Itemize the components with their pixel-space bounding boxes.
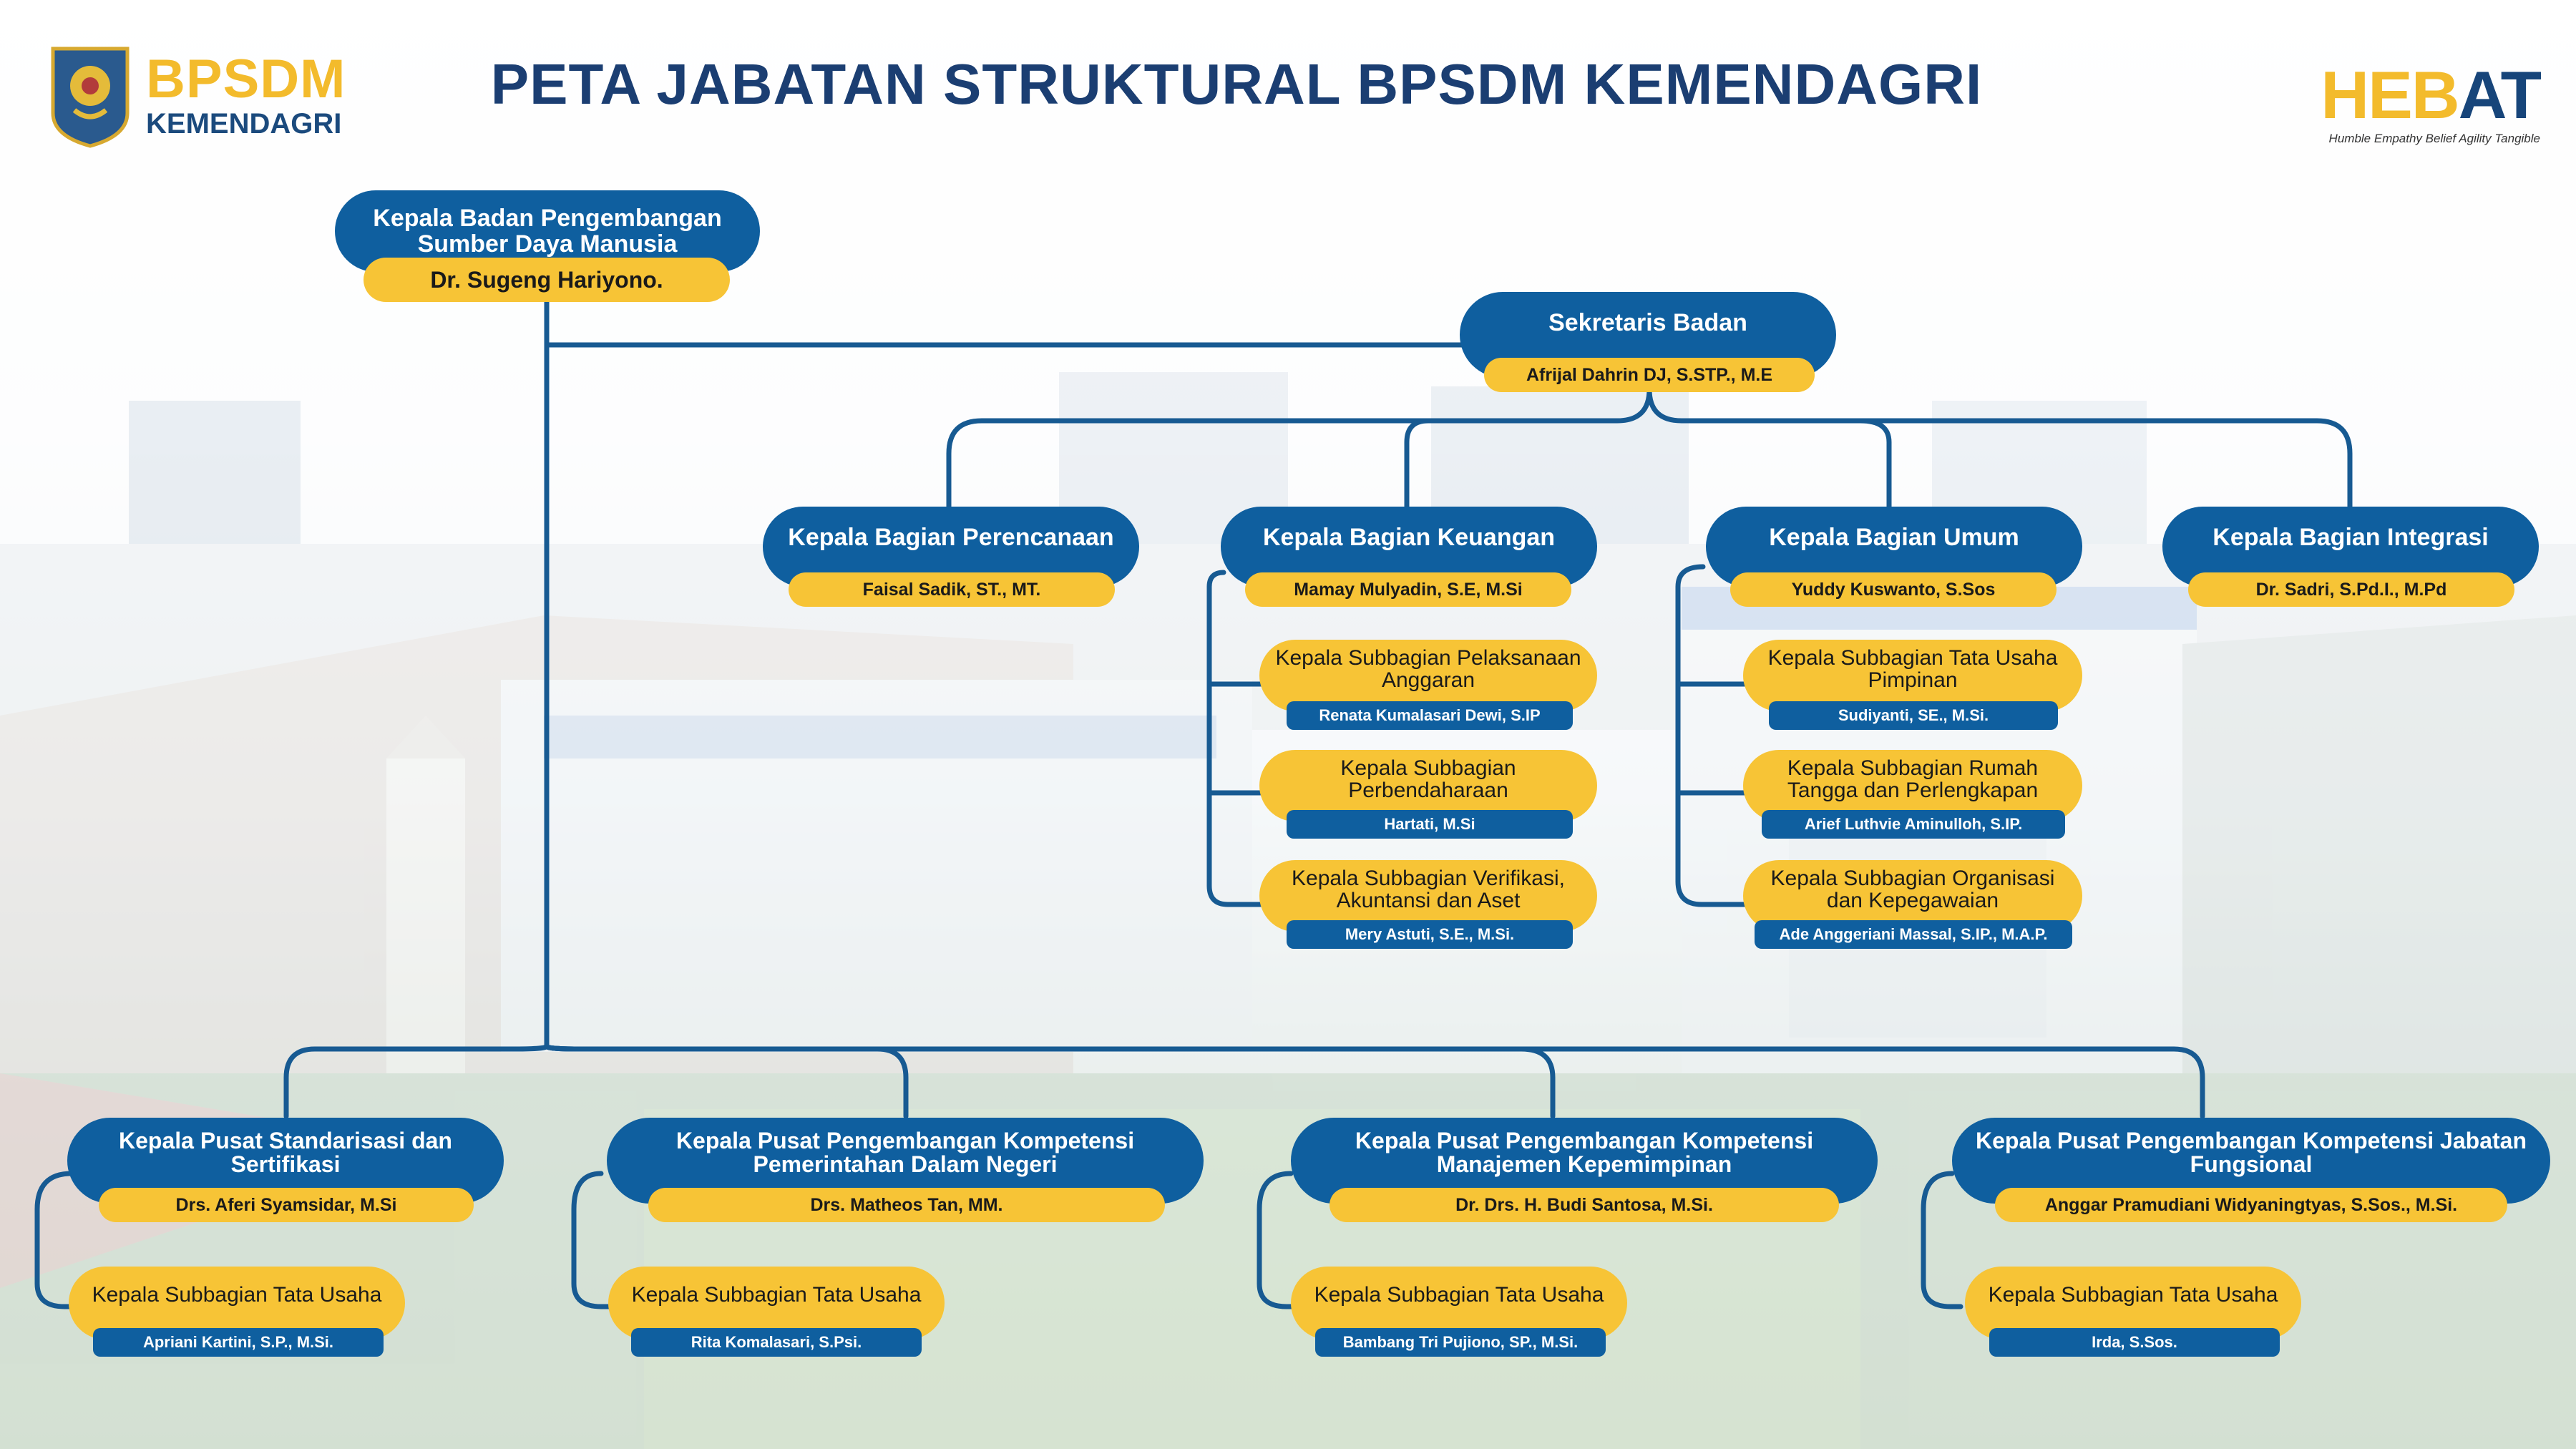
hebat-logo: HEBAT Humble Empathy Belief Agility Tang… (2311, 62, 2542, 146)
pusat-4-subbagian-name: Irda, S.Sos. (1989, 1328, 2280, 1357)
brand-part-1: HEB (2321, 57, 2459, 132)
subbagian-keuangan-3-title: Kepala Subbagian Verifikasi, Akuntansi d… (1259, 860, 1597, 932)
subbagian-keuangan-1-title: Kepala Subbagian Pelaksanaan Anggaran (1259, 640, 1597, 711)
brand-part-2: AT (2458, 57, 2542, 132)
bagian-umum-name: Yuddy Kuswanto, S.Sos (1730, 572, 2057, 607)
secretary-name-pill: Afrijal Dahrin DJ, S.STP., M.E (1484, 358, 1815, 392)
page-title: PETA JABATAN STRUKTURAL BPSDM KEMENDAGRI (490, 52, 1983, 116)
pusat-3-subbagian-title: Kepala Subbagian Tata Usaha (1291, 1267, 1627, 1340)
subbagian-umum-1-name: Sudiyanti, SE., M.Si. (1769, 701, 2058, 730)
pusat-3-subbagian-name: Bambang Tri Pujiono, SP., M.Si. (1315, 1328, 1606, 1357)
bpsdm-logo: BPSDM KEMENDAGRI (50, 44, 346, 149)
bagian-integrasi-name: Dr. Sadri, S.Pd.I., M.Pd (2188, 572, 2514, 607)
subbagian-umum-2-name: Arief Luthvie Aminulloh, S.IP. (1762, 810, 2065, 839)
head-name-pill: Dr. Sugeng Hariyono. (364, 258, 730, 302)
pusat-4-subbagian-title: Kepala Subbagian Tata Usaha (1965, 1267, 2301, 1340)
subbagian-keuangan-1-name: Renata Kumalasari Dewi, S.IP (1287, 701, 1573, 730)
pusat-1-subbagian-title: Kepala Subbagian Tata Usaha (69, 1267, 405, 1340)
brand-tagline: Humble Empathy Belief Agility Tangible (2328, 132, 2540, 145)
subbagian-umum-1-title: Kepala Subbagian Tata Usaha Pimpinan (1743, 640, 2082, 711)
pusat-2-name: Drs. Matheos Tan, MM. (648, 1188, 1165, 1222)
pusat-1-name: Drs. Aferi Syamsidar, M.Si (99, 1188, 474, 1222)
kemendagri-emblem-icon (51, 47, 130, 148)
bagian-perencanaan-name: Faisal Sadik, ST., MT. (789, 572, 1115, 607)
subbagian-keuangan-3-name: Mery Astuti, S.E., M.Si. (1287, 920, 1573, 949)
bagian-keuangan-name: Mamay Mulyadin, S.E, M.Si (1245, 572, 1571, 607)
subbagian-umum-2-title: Kepala Subbagian Rumah Tangga dan Perlen… (1743, 750, 2082, 821)
subbagian-umum-3-name: Ade Anggeriani Massal, S.IP., M.A.P. (1755, 920, 2072, 949)
pusat-2-subbagian-title: Kepala Subbagian Tata Usaha (608, 1267, 945, 1340)
pusat-2-subbagian-name: Rita Komalasari, S.Psi. (631, 1328, 922, 1357)
org-name: BPSDM (146, 49, 346, 109)
pusat-4-name: Anggar Pramudiani Widyaningtyas, S.Sos.,… (1995, 1188, 2507, 1222)
subbagian-keuangan-2-name: Hartati, M.Si (1287, 810, 1573, 839)
pusat-3-name: Dr. Drs. H. Budi Santosa, M.Si. (1330, 1188, 1839, 1222)
pusat-1-subbagian-name: Apriani Kartini, S.P., M.Si. (93, 1328, 384, 1357)
org-subname: KEMENDAGRI (146, 108, 342, 140)
subbagian-umum-3-title: Kepala Subbagian Organisasi dan Kepegawa… (1743, 860, 2082, 932)
subbagian-keuangan-2-title: Kepala Subbagian Perbendaharaan (1259, 750, 1597, 821)
